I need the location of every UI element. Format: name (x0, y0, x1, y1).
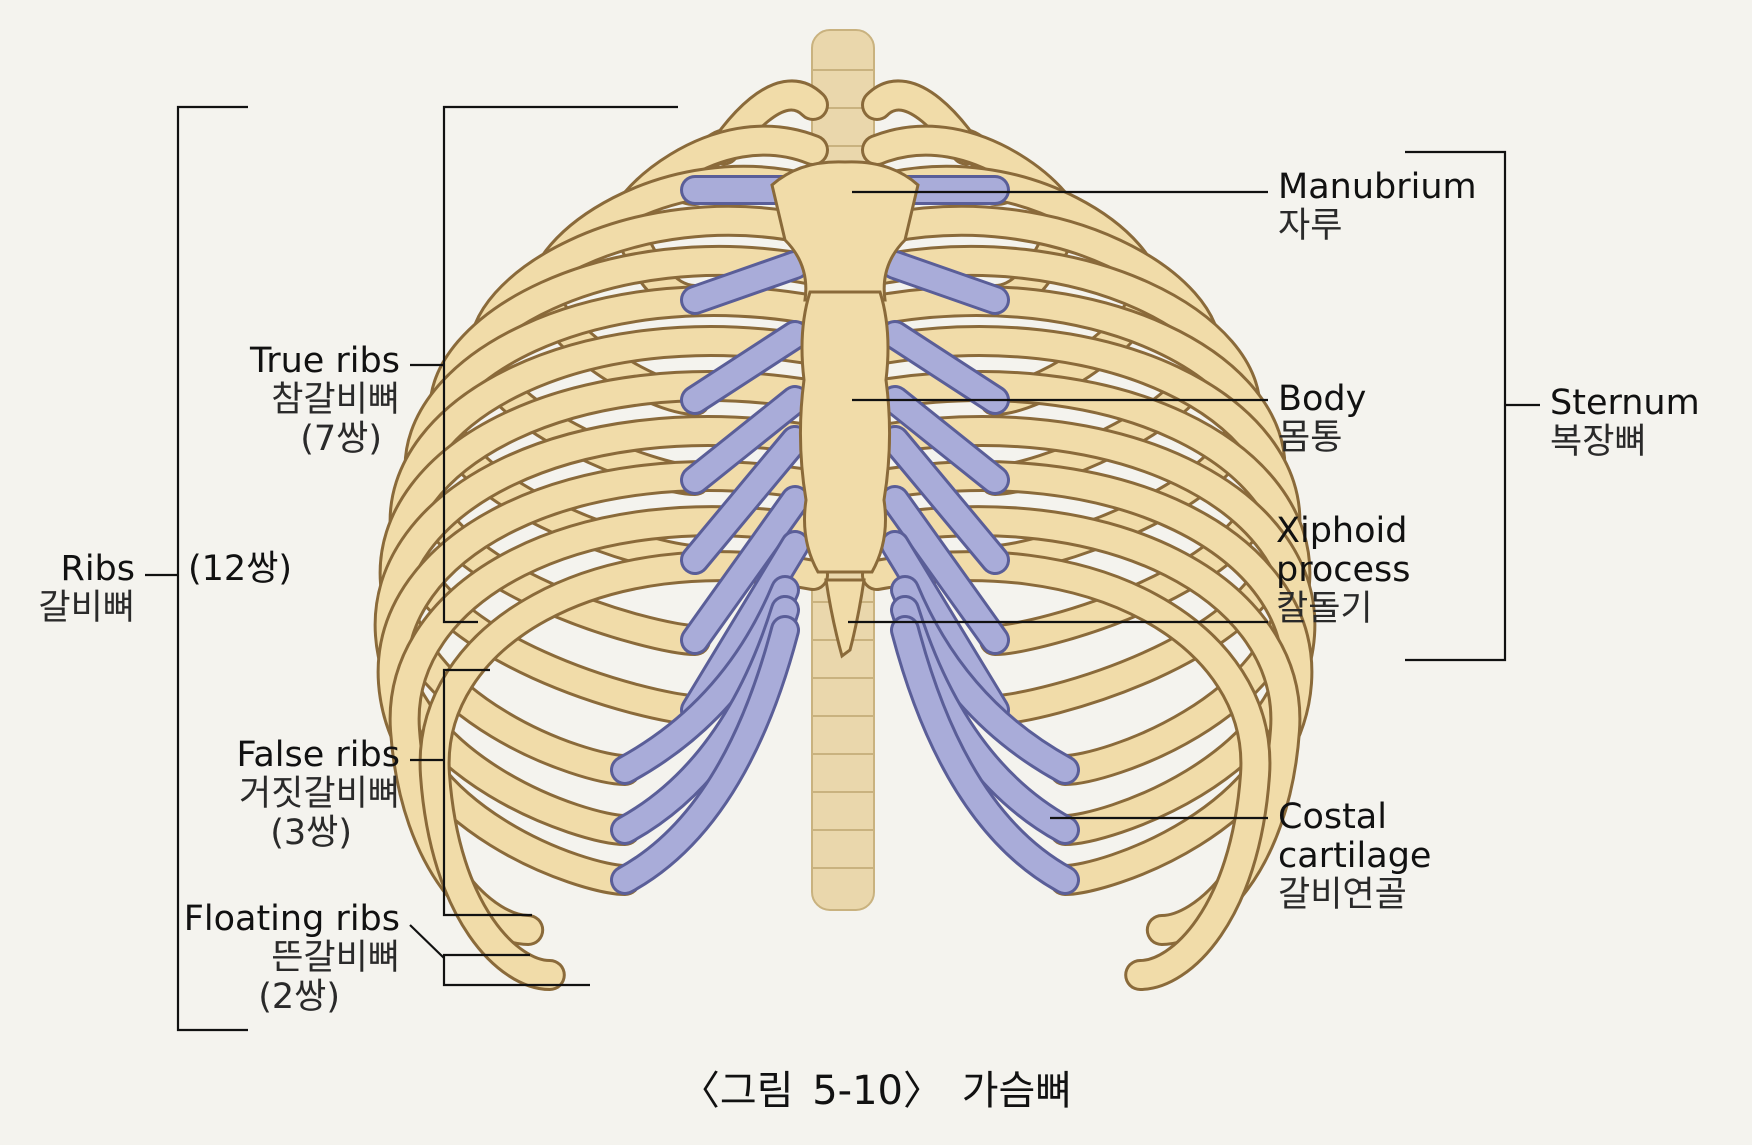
sternum-body-shape (800, 292, 889, 572)
true-ribs-label: True ribs 참갈비뼈 (7쌍) (200, 342, 400, 460)
xiphoid-ko: 칼돌기 (1276, 590, 1411, 629)
figure-caption: 〈그림 5-10〉 가슴뼈 (0, 1058, 1752, 1116)
floating-ribs-en: Floating ribs (150, 900, 400, 939)
floating-ribs-ko: 뜬갈비뼈 (150, 939, 400, 978)
sternum-en: Sternum (1550, 384, 1700, 423)
costal-cartilage-label: Costal cartilage 갈비연골 (1278, 798, 1431, 916)
ribs-label: Ribs 갈비뼈 (20, 550, 135, 628)
costal-en1: Costal (1278, 798, 1431, 837)
manubrium-label: Manubrium 자루 (1278, 168, 1477, 246)
costal-ko: 갈비연골 (1278, 876, 1431, 915)
false-ribs-count: (3쌍) (190, 814, 352, 853)
body-ko: 몸통 (1278, 419, 1366, 458)
false-ribs-en: False ribs (190, 736, 400, 775)
floating-ribs-count: (2쌍) (150, 978, 340, 1017)
false-ribs-ko: 거짓갈비뼈 (190, 775, 400, 814)
ribs-en: Ribs (20, 550, 135, 589)
manubrium-en: Manubrium (1278, 168, 1477, 207)
manubrium-ko: 자루 (1278, 207, 1477, 246)
false-ribs-label: False ribs 거짓갈비뼈 (3쌍) (190, 736, 400, 854)
body-en: Body (1278, 380, 1366, 419)
sternum-label: Sternum 복장뼈 (1550, 384, 1700, 462)
costal-en2: cartilage (1278, 837, 1431, 876)
body-label: Body 몸통 (1278, 380, 1366, 458)
xiphoid-en1: Xiphoid (1276, 512, 1411, 551)
true-ribs-ko: 참갈비뼈 (200, 381, 400, 420)
xiphoid-label: Xiphoid process 칼돌기 (1276, 512, 1411, 630)
true-ribs-en: True ribs (200, 342, 400, 381)
true-ribs-count: (7쌍) (200, 420, 382, 459)
ribs-count: (12쌍) (188, 550, 292, 589)
sternum-ko: 복장뼈 (1550, 423, 1700, 462)
floating-ribs-label: Floating ribs 뜬갈비뼈 (2쌍) (150, 900, 400, 1018)
ribs-ko: 갈비뼈 (20, 589, 135, 628)
xiphoid-en2: process (1276, 551, 1411, 590)
